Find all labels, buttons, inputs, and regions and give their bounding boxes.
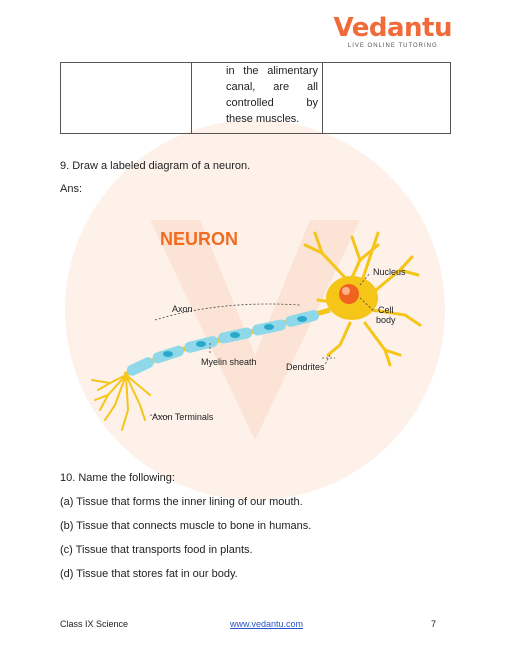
- label-axon: Axon: [172, 304, 193, 314]
- logo-wordmark: Vedantu: [333, 13, 453, 43]
- label-cell-body-line1: Cell: [378, 305, 394, 315]
- question-10-item: (d) Tissue that stores fat in our body.: [60, 568, 238, 580]
- question-10-item: (a) Tissue that forms the inner lining o…: [60, 496, 303, 508]
- neuron-diagram: NEURON: [91, 229, 422, 431]
- table-cell: [60, 62, 192, 134]
- content-table: in the alimentary canal, are all control…: [60, 62, 451, 134]
- myelin-sheath: [126, 310, 319, 376]
- label-cell-body-line2: body: [376, 315, 396, 325]
- nucleus: [339, 284, 359, 304]
- vedantu-logo: Vedantu LIVE ONLINE TUTORING: [333, 13, 453, 49]
- diagram-title: NEURON: [160, 229, 238, 249]
- label-axon-terminals: Axon Terminals: [152, 412, 214, 422]
- question-9: 9. Draw a labeled diagram of a neuron.: [60, 160, 251, 172]
- label-myelin-sheath: Myelin sheath: [201, 357, 257, 367]
- question-10-item: (b) Tissue that connects muscle to bone …: [60, 520, 312, 532]
- table-cell: [322, 62, 451, 134]
- question-10-item: (c) Tissue that transports food in plant…: [60, 544, 253, 556]
- axon-terminals: [91, 374, 151, 431]
- footer-website-link[interactable]: www.vedantu.com: [230, 619, 304, 629]
- logo-tagline: LIVE ONLINE TUTORING: [347, 43, 438, 49]
- label-dendrites: Dendrites: [286, 362, 325, 372]
- page-number: 7: [431, 619, 437, 629]
- footer-class-label: Class IX Science: [60, 619, 129, 629]
- table-cell: in the alimentary canal, are all control…: [191, 62, 323, 134]
- answer-label: Ans:: [60, 183, 83, 195]
- question-10: 10. Name the following:: [60, 472, 175, 484]
- table-row: in the alimentary canal, are all control…: [60, 62, 451, 134]
- label-nucleus: Nucleus: [373, 267, 406, 277]
- table-cell-text: in the alimentary canal, are all control…: [226, 65, 318, 125]
